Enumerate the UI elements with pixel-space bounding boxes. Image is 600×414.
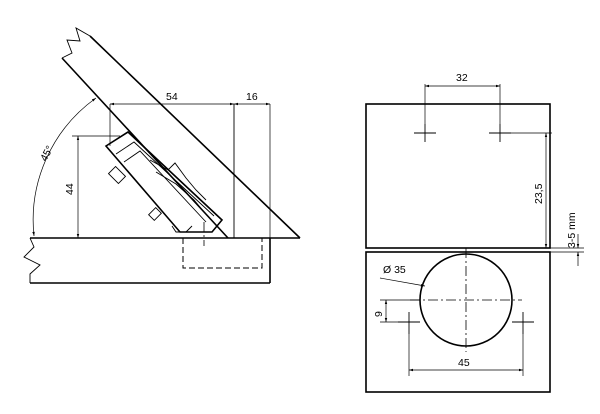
dim-45: 45 — [408, 334, 524, 376]
dim-54: 54 — [109, 91, 234, 146]
dim-32: 32 — [424, 72, 501, 124]
door-panel — [61, 27, 301, 239]
cabinet-panel — [23, 237, 300, 284]
cup-hole — [410, 248, 522, 352]
front-view: 32 23,5 3-5 mm Ø 35 — [365, 72, 584, 393]
dim-45-degree: 45° — [32, 97, 97, 237]
dim-54-label: 54 — [166, 91, 178, 103]
hinge-cup-hidden — [182, 238, 263, 269]
screw-hole-bottom-left — [398, 312, 420, 334]
screw-hole-top-left — [414, 124, 436, 142]
hinge-body — [104, 130, 224, 246]
dim-16: 16 — [234, 91, 271, 238]
dim-32-label: 32 — [456, 72, 468, 84]
dim-23-5-label: 23,5 — [533, 183, 545, 204]
dim-45-label: 45° — [38, 144, 56, 164]
dim-9-label: 9 — [373, 311, 385, 317]
dim-9: 9 — [373, 299, 420, 323]
dim-44-label: 44 — [64, 183, 76, 195]
dim-3-5-mm: 3-5 mm — [550, 212, 584, 266]
dim-diameter: Ø 35 — [379, 264, 426, 287]
side-view: 54 16 44 45° — [23, 27, 301, 284]
cabinet-front — [365, 251, 551, 393]
dim-45-width-label: 45 — [458, 357, 470, 369]
screw-hole-bottom-right — [512, 312, 534, 334]
dim-diameter-label: Ø 35 — [383, 264, 406, 276]
dim-16-label: 16 — [246, 91, 258, 103]
screw-hole-top-right — [489, 124, 511, 142]
dim-3-5-mm-label: 3-5 mm — [566, 212, 578, 248]
door-front — [365, 103, 551, 249]
dim-23-5: 23,5 — [511, 132, 552, 248]
